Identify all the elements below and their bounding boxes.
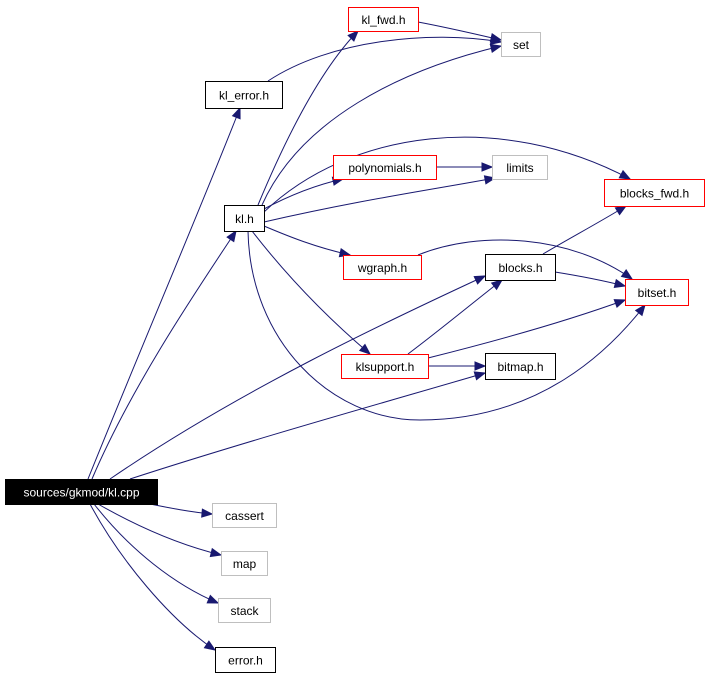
node-label: error.h	[228, 654, 263, 668]
node-box	[604, 179, 705, 207]
arrow-head-kl-to-set	[489, 43, 503, 54]
arrow-head-blocks-to-blocks_fwd	[614, 205, 628, 216]
node-label: set	[513, 38, 530, 52]
arrow-head-kl-to-kl_fwd	[347, 30, 359, 42]
node-label: cassert	[225, 509, 264, 523]
node-label: wgraph.h	[357, 261, 407, 275]
arrow-head-klsupport-to-bitmap	[474, 361, 487, 371]
node-bitmap[interactable]: bitmap.h	[485, 353, 556, 380]
node-box	[485, 353, 556, 380]
edge-blocks-to-bitset	[554, 271, 626, 287]
node-bitset[interactable]: bitset.h	[625, 279, 689, 306]
edge-kl_error-to-set	[267, 36, 502, 82]
arrow-head-kl-to-bitset	[634, 303, 646, 317]
arrow-head-root-to-map	[209, 547, 223, 558]
arrow-head-root-to-stack	[206, 594, 220, 604]
node-box	[492, 155, 548, 180]
node-box	[215, 647, 276, 673]
arrow-head-blocks-to-bitset	[613, 278, 627, 289]
node-kl[interactable]: kl.h	[224, 205, 265, 232]
node-label: stack	[230, 604, 259, 618]
node-stack[interactable]: stack	[218, 598, 271, 623]
edge-root-to-kl	[91, 230, 237, 480]
edge-root-to-bitmap	[129, 372, 486, 480]
arrow-head-kl-to-blocks_fwd	[618, 169, 632, 180]
node-box	[625, 279, 689, 306]
node-blocks[interactable]: blocks.h	[485, 254, 556, 281]
edge-kl-to-wgraph	[263, 225, 351, 256]
node-box	[221, 551, 268, 576]
node-blocks-fwd[interactable]: blocks_fwd.h	[604, 179, 705, 207]
arrow-head-root-to-kl_error	[231, 106, 241, 120]
node-label: kl.h	[235, 212, 254, 226]
node-label: polynomials.h	[348, 161, 421, 175]
node-map[interactable]: map	[221, 551, 268, 576]
edge-kl-to-polynomials	[261, 178, 344, 211]
edge-klsupport-to-bitset	[427, 299, 626, 359]
node-box	[205, 81, 283, 109]
edge-blocks-to-blocks_fwd	[542, 205, 627, 255]
edge-klsupport-to-blocks	[407, 279, 503, 355]
node-label: klsupport.h	[356, 360, 415, 374]
node-box	[343, 255, 422, 280]
node-label: kl_fwd.h	[361, 13, 405, 27]
edge-root-to-blocks	[109, 275, 486, 480]
node-klsupport[interactable]: klsupport.h	[341, 354, 429, 379]
arrow-head-klsupport-to-blocks	[490, 279, 504, 291]
arrow-head-root-to-blocks	[473, 275, 487, 285]
edge-kl-to-klsupport	[251, 230, 371, 355]
node-root[interactable]: sources/gkmod/kl.cpp	[5, 479, 158, 505]
node-limits[interactable]: limits	[492, 155, 548, 180]
arrow-head-root-to-cassert	[201, 508, 214, 518]
arrow-head-root-to-kl	[226, 229, 237, 243]
node-polynomials[interactable]: polynomials.h	[333, 155, 437, 180]
node-cassert[interactable]: cassert	[212, 503, 277, 528]
node-label: blocks_fwd.h	[620, 187, 689, 201]
edge-kl-to-bitset	[247, 230, 646, 421]
arrow-head-root-to-bitmap	[473, 371, 487, 381]
node-label: kl_error.h	[219, 89, 269, 103]
edges-layer	[87, 21, 646, 651]
node-label: bitmap.h	[497, 360, 543, 374]
node-box	[212, 503, 277, 528]
edge-root-to-stack	[93, 503, 219, 604]
arrow-head-wgraph-to-bitset	[620, 269, 634, 280]
arrow-head-root-to-error	[203, 640, 217, 651]
edge-root-to-map	[97, 503, 222, 556]
edge-kl-to-blocks_fwd	[263, 136, 631, 213]
node-box	[501, 32, 541, 57]
edge-root-to-kl_error	[87, 107, 241, 480]
node-label: sources/gkmod/kl.cpp	[23, 486, 139, 500]
node-box	[348, 7, 419, 32]
arrow-head-klsupport-to-bitset	[613, 299, 627, 309]
edge-kl-to-set	[261, 45, 502, 206]
node-box	[5, 479, 158, 505]
node-label: blocks.h	[498, 261, 542, 275]
node-label: limits	[506, 161, 533, 175]
arrow-head-polynomials-to-limits	[481, 162, 494, 172]
arrow-head-kl_fwd-to-set	[489, 33, 503, 43]
arrow-head-kl-to-klsupport	[358, 343, 372, 355]
node-box	[333, 155, 437, 180]
node-box	[218, 598, 271, 623]
node-kl-fwd[interactable]: kl_fwd.h	[348, 7, 419, 32]
edge-wgraph-to-bitset	[417, 239, 633, 280]
node-set[interactable]: set	[501, 32, 541, 57]
node-label: map	[233, 557, 257, 571]
node-error[interactable]: error.h	[215, 647, 276, 673]
node-box	[485, 254, 556, 281]
node-label: bitset.h	[638, 286, 677, 300]
node-kl-error[interactable]: kl_error.h	[205, 81, 283, 109]
edge-kl-to-kl_fwd	[257, 30, 359, 206]
edge-kl-to-limits	[263, 177, 496, 223]
edge-root-to-error	[89, 503, 216, 651]
node-box	[341, 354, 429, 379]
node-wgraph[interactable]: wgraph.h	[343, 255, 422, 280]
node-box	[224, 205, 265, 232]
